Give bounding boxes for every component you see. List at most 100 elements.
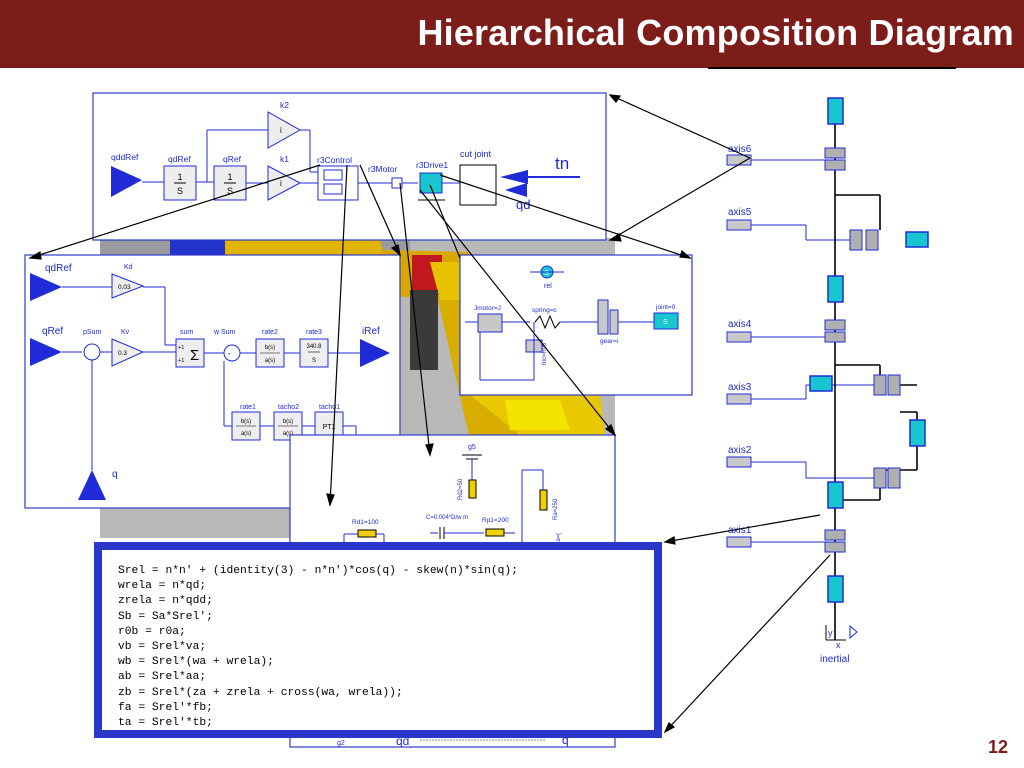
r3drive1-label: r3Drive1 [416,160,448,170]
svg-text:S: S [663,319,668,326]
equations-panel: Srel = n*n' + (identity(3) - n*n')*cos(q… [94,542,662,738]
axis-panel: qddRef 1 S qdRef 1 S qRef i k2 i k1 r3Co… [92,92,607,241]
svg-text:b(s): b(s) [283,419,293,425]
svg-text:Kd: Kd [124,264,133,271]
qd-label: qd [516,197,530,212]
axis6-block: axis6 [726,144,752,166]
ra-resistor [539,489,548,511]
equation-line: zrela = n*qdd; [118,595,213,608]
axis3-block: axis3 [726,382,752,405]
svg-text:Rp1=200: Rp1=200 [482,517,509,524]
svg-text:Rd2=50: Rd2=50 [458,478,464,500]
robot-schematic: axis6 axis5 axis4 axis3 axis2 axis1 [726,97,929,665]
qddref-label: qddRef [111,152,139,162]
svg-text:sum: sum [180,329,193,336]
svg-text:i: i [280,179,282,188]
svg-text:Ra=250: Ra=250 [553,498,559,520]
svg-text:rel: rel [544,283,552,290]
cut-joint-block [459,164,497,206]
qdref-connector [30,273,62,301]
svg-text:axis2: axis2 [728,445,752,456]
svg-text:Rd1=100: Rd1=100 [352,519,379,526]
equation-line: wb = Srel*(wa + wrela); [118,656,274,669]
svg-text:i: i [280,126,282,135]
svg-text:Kv: Kv [121,329,130,336]
equation-line: fa = Srel'*fb; [118,701,213,714]
title-bar: Hierarchical Composition Diagram [0,0,1024,68]
svg-text:spring=c: spring=c [532,307,557,314]
equation-line: Sb = Sa*Srel'; [118,610,213,623]
svg-text:axis4: axis4 [728,319,752,330]
svg-text:1: 1 [227,172,232,182]
axis4-block: axis4 [726,319,752,343]
wsum-block [223,344,241,362]
svg-text:axis1: axis1 [728,525,752,536]
svg-text:Σ: Σ [190,347,199,364]
equation-line: Srel = n*n' + (identity(3) - n*n')*cos(q… [118,565,518,577]
svg-text:rate3: rate3 [306,329,322,336]
svg-text:g5: g5 [468,444,476,451]
equation-line: vb = Srel*va; [118,641,207,654]
svg-text:-: - [228,349,231,358]
equation-line: r0b = r0a; [118,625,186,638]
svg-text:tacho2: tacho2 [278,404,299,411]
equation-line: wrela = n*qd; [118,580,207,593]
equation-line: zb = Srel*(za + zrela + cross(wa, wrela)… [118,686,403,699]
svg-text:axis6: axis6 [728,144,752,155]
ctrl-qdref-label: qdRef [45,263,72,274]
svg-text:S: S [312,358,316,364]
svg-text:+1: +1 [178,358,184,364]
rd1-resistor [357,529,377,538]
k1-label: k1 [280,154,289,164]
cut-joint-label: cut joint [460,149,492,159]
svg-text:rate1: rate1 [240,404,256,411]
axis2-block: axis2 [726,445,752,468]
ctrl-iref-label: iRef [362,326,380,337]
equation-line: ta = Srel'*tb; [118,717,213,730]
svg-text:1: 1 [177,172,182,182]
svg-text:tacho1: tacho1 [319,404,340,411]
r3control-label: r3Control [317,155,352,165]
svg-text:La=(: La=( [556,533,562,545]
rate3-block [299,338,329,368]
title-underline [708,67,956,69]
inertial-frame: y x inertial [820,624,858,665]
slide-title: Hierarchical Composition Diagram [417,12,1014,53]
psum-block [83,343,101,361]
svg-text:q: q [562,733,569,747]
hierarchy-arrows [28,94,831,734]
ctrl-qref-label: qRef [42,326,63,337]
equations-inner: Srel = n*n' + (identity(3) - n*n')*cos(q… [102,550,654,730]
svg-text:b(s): b(s) [265,345,275,351]
svg-text:Jmotor=J: Jmotor=J [474,305,501,312]
gear-panel: S rel Jmotor=J spring=c gear=i S joint=0… [459,254,693,396]
page-number: 12 [987,737,1008,757]
svg-text:axis5: axis5 [728,207,752,218]
ctrl-q-label: q [112,469,118,480]
svg-text:inertial: inertial [820,654,849,665]
svg-text:pSum: pSum [83,329,101,336]
svg-text:rate2: rate2 [262,329,278,336]
svg-text:S: S [177,186,183,196]
svg-text:a(s): a(s) [265,358,275,364]
rp1-resistor [485,528,505,537]
svg-text:x: x [836,640,841,650]
svg-text:fric=Rv0: fric=Rv0 [542,342,548,365]
tn-label: tn [555,154,569,173]
kv-gain-block [111,338,145,367]
svg-text:g2: g2 [337,740,345,747]
r3drive1-block [419,172,443,194]
k2-label: k2 [280,100,289,110]
svg-text:gear=i: gear=i [600,338,618,345]
qddref-input-connector [111,166,142,197]
jmotor-block [477,313,503,333]
svg-text:0.03: 0.03 [118,284,131,291]
svg-text:a(s): a(s) [283,431,293,437]
svg-text:b(s): b(s) [241,419,251,425]
controller-panel: qdRef 0.03 Kd qRef pSum 0.3 Kv +1 +1 Σ s… [24,254,401,509]
svg-text:joint=0: joint=0 [655,304,676,311]
kd-gain-block [111,273,145,299]
axis5-block: axis5 [726,207,752,231]
qref-label: qRef [223,154,242,164]
svg-text:S: S [227,186,233,196]
